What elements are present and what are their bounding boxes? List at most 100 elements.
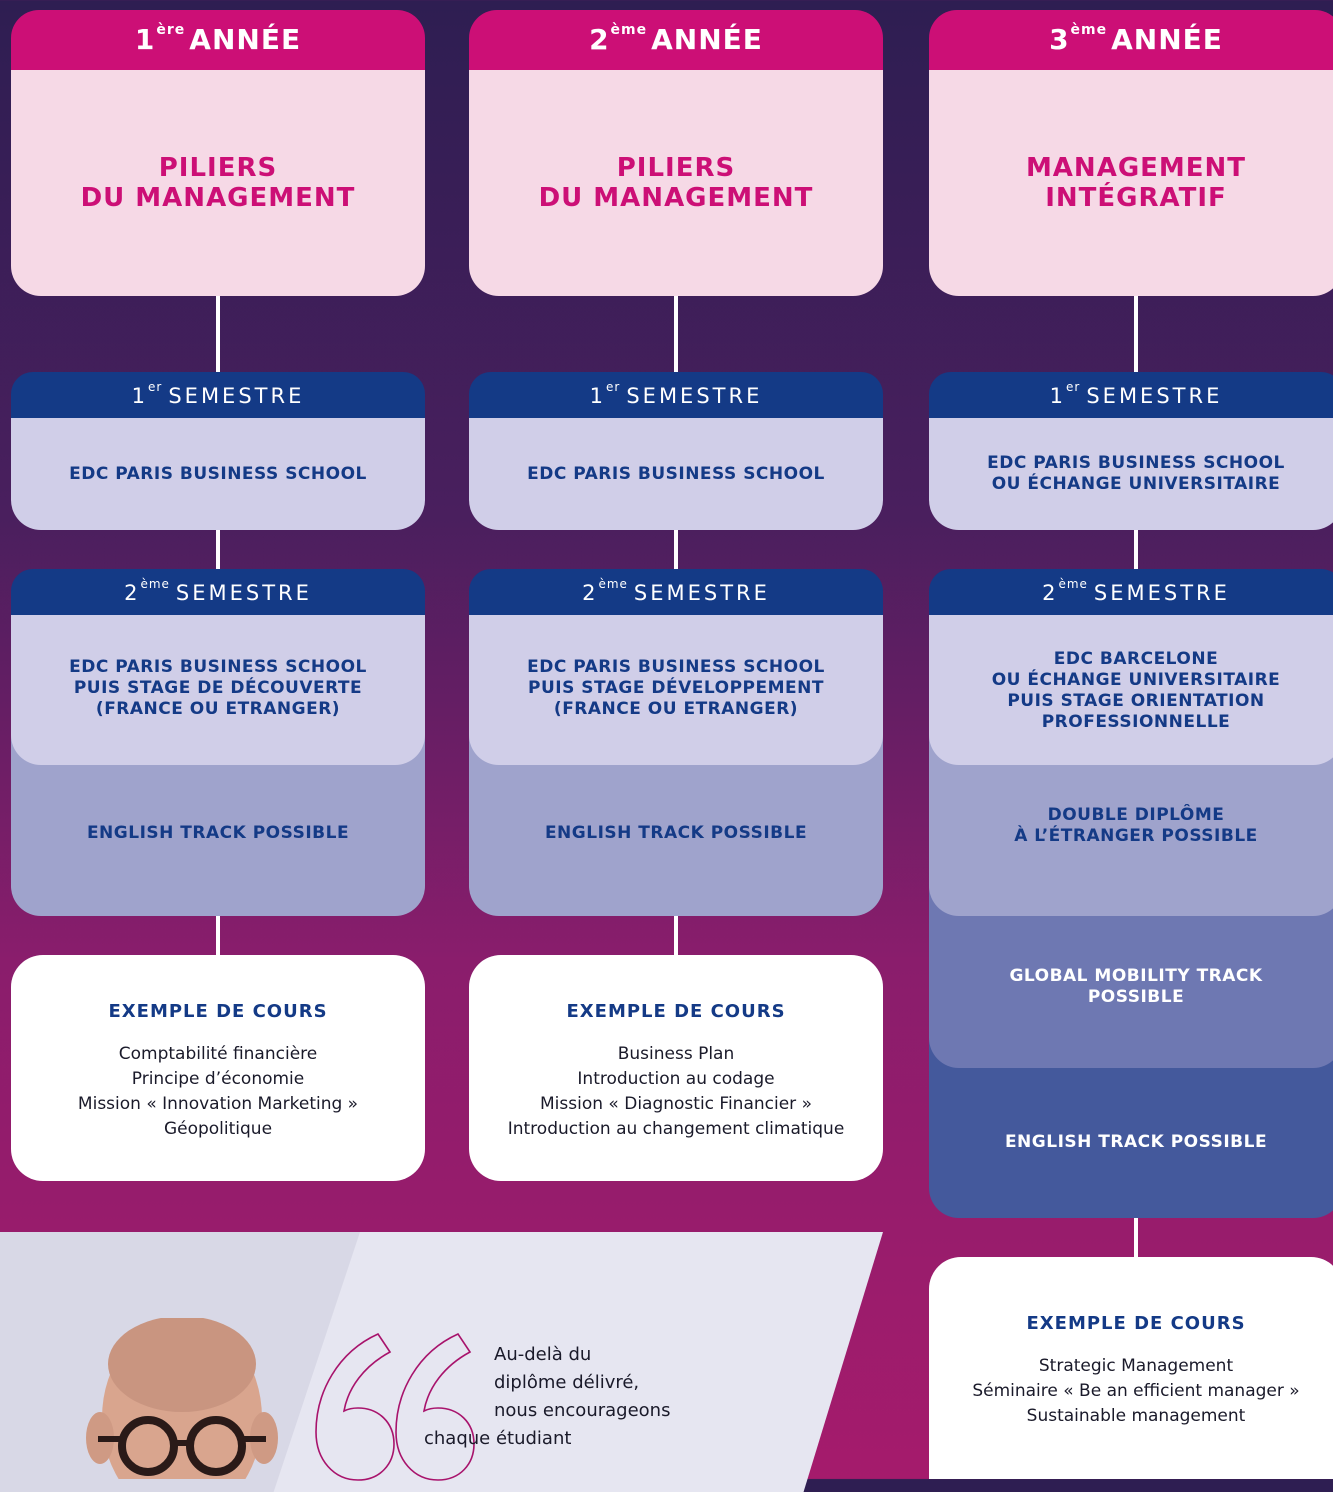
connector-line — [1134, 1218, 1138, 1258]
quote-line: chaque étudiant — [424, 1428, 572, 1449]
year-suffix: ère — [156, 22, 186, 38]
quote-line: diplôme délivré, — [494, 1372, 640, 1393]
semester-label: SEMESTRE — [1086, 384, 1223, 408]
connector-line — [216, 530, 220, 570]
pillar-line: DU MANAGEMENT — [80, 183, 356, 213]
connector-line — [674, 296, 678, 372]
year-number: 3 — [1049, 23, 1070, 56]
year-number: 2 — [589, 23, 610, 56]
course-title: EXEMPLE DE COURS — [1026, 1313, 1246, 1334]
pillar-line: PILIERS — [158, 153, 278, 183]
semester-line: OU ÉCHANGE UNIVERSITAIRE — [991, 474, 1281, 494]
pillar-box: MANAGEMENT INTÉGRATIF — [929, 70, 1333, 296]
course-item: Business Plan — [617, 1044, 735, 1064]
semester-2-body: EDC PARIS BUSINESS SCHOOL PUIS STAGE DE … — [11, 615, 425, 765]
connector-line — [674, 916, 678, 956]
semester-suffix: ème — [598, 577, 628, 591]
year-suffix: ème — [1070, 22, 1108, 38]
semester-line: PROFESSIONNELLE — [1041, 712, 1231, 732]
semester-number: 1 — [131, 384, 149, 408]
semester-line: (FRANCE OU ETRANGER) — [95, 699, 341, 719]
semester-1-body: EDC PARIS BUSINESS SCHOOL OU ÉCHANGE UNI… — [929, 418, 1333, 530]
semester-label: SEMESTRE — [168, 384, 305, 408]
year-suffix: ème — [610, 22, 648, 38]
semester-1-body: EDC PARIS BUSINESS SCHOOL — [11, 418, 425, 530]
course-item: Comptabilité financière — [118, 1044, 318, 1064]
semester-label: SEMESTRE — [1093, 581, 1230, 605]
track-line: GLOBAL MOBILITY TRACK — [1009, 966, 1263, 986]
semester-suffix: ème — [140, 577, 170, 591]
semester-line: EDC PARIS BUSINESS SCHOOL — [69, 463, 367, 484]
pillar-box: PILIERS DU MANAGEMENT — [469, 70, 883, 296]
course-item: Séminaire « Be an efficient manager » — [972, 1381, 1300, 1401]
course-title: EXEMPLE DE COURS — [108, 1001, 328, 1022]
track-line: À L’ÉTRANGER POSSIBLE — [1014, 826, 1258, 846]
portrait-photo — [86, 1318, 278, 1479]
year-label: ANNÉE — [189, 23, 302, 56]
year-label: ANNÉE — [651, 23, 763, 56]
semester-line: OU ÉCHANGE UNIVERSITAIRE — [991, 670, 1281, 690]
semester-2-header: 2ème SEMESTRE — [929, 569, 1333, 615]
semester-line: EDC PARIS BUSINESS SCHOOL — [987, 453, 1285, 473]
semester-line: PUIS STAGE DÉVELOPPEMENT — [528, 678, 824, 698]
track-line: ENGLISH TRACK POSSIBLE — [544, 822, 808, 843]
connector-line — [674, 530, 678, 570]
semester-1-body: EDC PARIS BUSINESS SCHOOL — [469, 418, 883, 530]
semester-number: 1 — [589, 384, 607, 408]
track-line: ENGLISH TRACK POSSIBLE — [86, 822, 350, 843]
semester-suffix: er — [148, 380, 163, 394]
semester-number: 2 — [582, 581, 599, 605]
course-item: Principe d’économie — [131, 1069, 305, 1089]
semester-suffix: ème — [1058, 577, 1088, 591]
connector-line — [1134, 296, 1138, 372]
course-item: Géopolitique — [163, 1119, 273, 1139]
semester-line: EDC PARIS BUSINESS SCHOOL — [527, 463, 825, 484]
semester-label: SEMESTRE — [633, 581, 770, 605]
course-item: Mission « Diagnostic Financier » — [540, 1094, 812, 1114]
semester-line: PUIS STAGE ORIENTATION — [1007, 691, 1265, 711]
track-line: POSSIBLE — [1087, 987, 1185, 1007]
semester-number: 2 — [1042, 581, 1059, 605]
semester-1-header: 1er SEMESTRE — [11, 372, 425, 418]
semester-suffix: er — [1066, 380, 1081, 394]
track-line: ENGLISH TRACK POSSIBLE — [1004, 1131, 1268, 1152]
pillar-line: MANAGEMENT — [1025, 153, 1247, 183]
quote-line: Au-delà du — [494, 1344, 592, 1365]
pillar-line: INTÉGRATIF — [1045, 183, 1227, 213]
pillar-line: DU MANAGEMENT — [538, 183, 814, 213]
course-item: Strategic Management — [1038, 1356, 1234, 1376]
course-examples-box: EXEMPLE DE COURS Comptabilité financière… — [11, 955, 425, 1181]
semester-line: (FRANCE OU ETRANGER) — [553, 699, 799, 719]
course-item: Sustainable management — [1026, 1406, 1246, 1426]
connector-line — [216, 296, 220, 372]
connector-line — [1134, 530, 1138, 570]
course-examples-box: EXEMPLE DE COURS Strategic Management Sé… — [929, 1257, 1333, 1479]
semester-label: SEMESTRE — [626, 384, 763, 408]
year-label: ANNÉE — [1111, 23, 1223, 56]
semester-line: EDC PARIS BUSINESS SCHOOL — [69, 657, 367, 677]
course-examples-box: EXEMPLE DE COURS Business Plan Introduct… — [469, 955, 883, 1181]
year-number: 1 — [134, 23, 156, 56]
quote-mark-icon — [315, 1332, 475, 1481]
semester-2-body: EDC BARCELONE OU ÉCHANGE UNIVERSITAIRE P… — [929, 615, 1333, 765]
pillar-line: PILIERS — [616, 153, 736, 183]
semester-number: 2 — [124, 581, 141, 605]
semester-line: EDC BARCELONE — [1053, 649, 1219, 669]
pillar-box: PILIERS DU MANAGEMENT — [11, 70, 425, 296]
quote-line: nous encourageons — [494, 1400, 671, 1421]
semester-line: EDC PARIS BUSINESS SCHOOL — [527, 657, 825, 677]
course-item: Introduction au codage — [577, 1069, 775, 1089]
semester-2-header: 2ème SEMESTRE — [469, 569, 883, 615]
semester-2-body: EDC PARIS BUSINESS SCHOOL PUIS STAGE DÉV… — [469, 615, 883, 765]
track-line: DOUBLE DIPLÔME — [1047, 805, 1225, 825]
course-item: Introduction au changement climatique — [507, 1119, 845, 1139]
